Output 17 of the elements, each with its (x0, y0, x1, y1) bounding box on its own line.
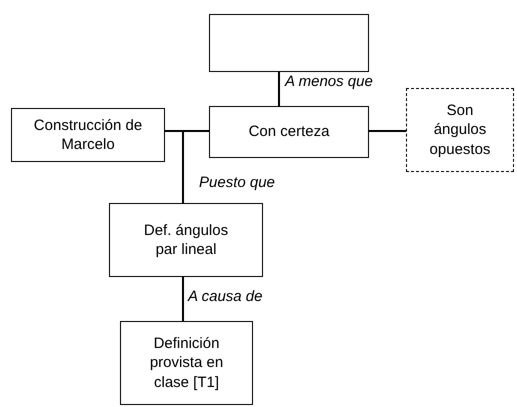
empty-box (209, 14, 369, 72)
text-box (120, 321, 253, 405)
edge-label: A menos que (284, 73, 374, 90)
node-text: Son ángulos opuestos (428, 100, 492, 160)
connector-line (369, 130, 406, 132)
text-box (209, 106, 369, 158)
connector-line (182, 130, 209, 203)
text-box (406, 88, 514, 172)
node-text: Con certeza (248, 122, 330, 142)
edge-label: Puesto que (198, 174, 276, 191)
node-text: Definición provista en clase [T1] (148, 334, 224, 392)
node-text: Construcción de Marcelo (32, 116, 144, 154)
node-text: Def. ángulos par lineal (142, 220, 230, 260)
text-box (11, 108, 165, 162)
connector-line (182, 277, 184, 321)
connector-line (278, 72, 280, 106)
text-box (109, 203, 263, 277)
